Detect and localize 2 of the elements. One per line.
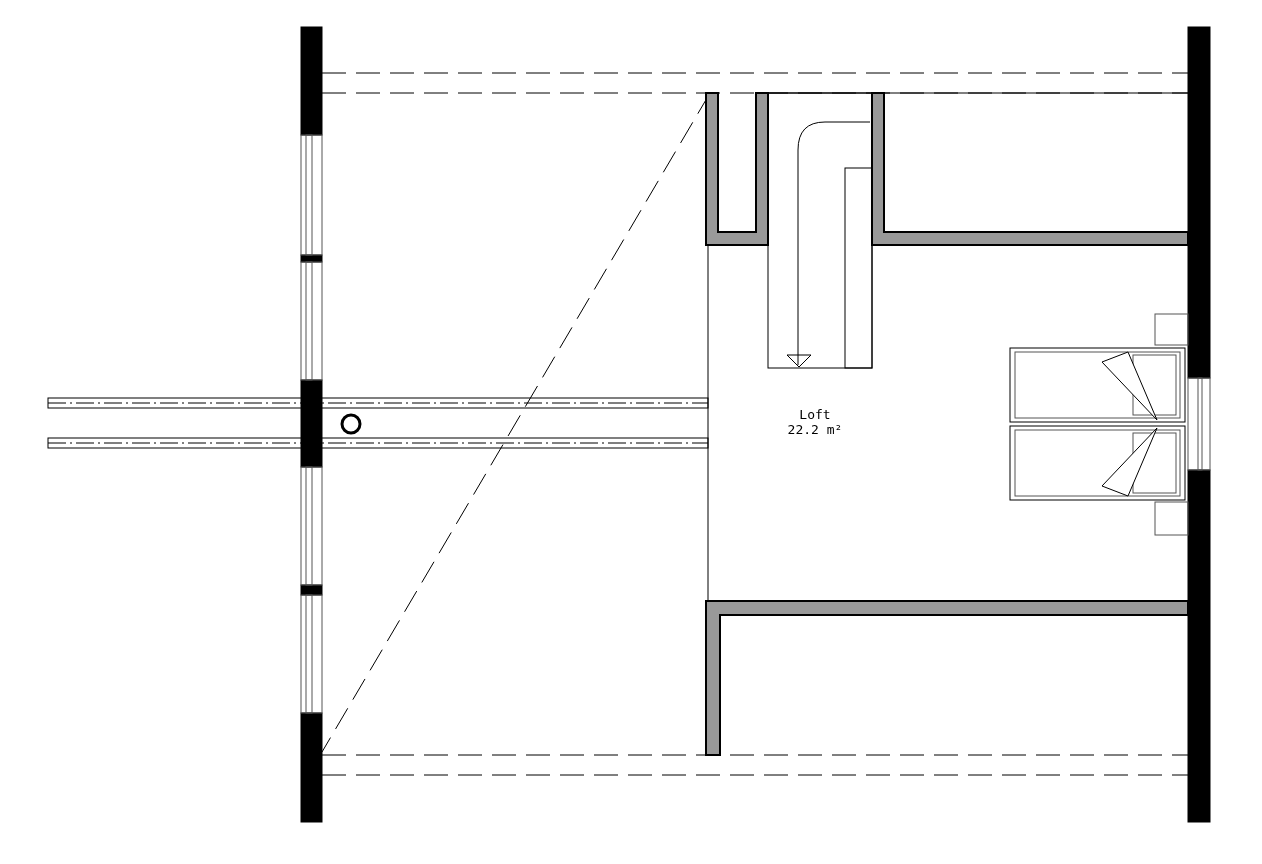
room-area: 22.2 m² [787,423,843,437]
room-name: Loft [799,408,831,422]
